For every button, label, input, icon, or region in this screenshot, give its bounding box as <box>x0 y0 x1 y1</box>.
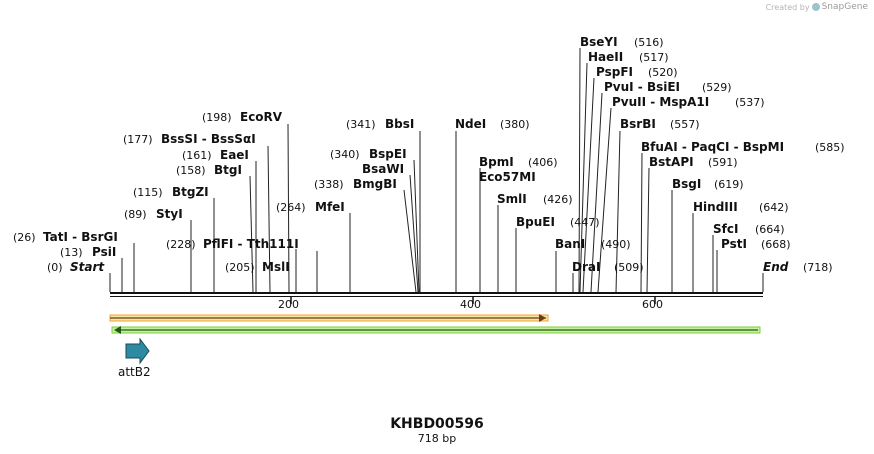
site-mfei-label[interactable]: MfeI <box>315 200 345 214</box>
site-pos: (340) <box>330 148 360 161</box>
site-bfuai-paqci-bspmi-label[interactable]: BfuAI - PaqCI - BspMI <box>641 140 784 154</box>
credit-prefix: Created by <box>765 2 810 12</box>
ruler-tick-600: 600 <box>642 298 663 311</box>
site-pos: (228) <box>166 238 196 251</box>
sequence-title: KHBD00596 <box>390 416 484 432</box>
site-pos: (517) <box>639 51 669 64</box>
reverse-primer-bar[interactable] <box>111 326 761 334</box>
site-start-label[interactable]: Start <box>70 260 105 274</box>
site-ecorv-label[interactable]: EcoRV <box>240 110 283 124</box>
site-hindiii-label[interactable]: HindIII <box>693 200 738 214</box>
site-haeii-label[interactable]: HaeII <box>588 50 623 64</box>
attB2-arrow-icon <box>125 337 150 365</box>
attB2-feature[interactable]: attB2 <box>118 337 151 379</box>
site-pos: (516) <box>634 36 664 49</box>
site-tati-bsrgi-label[interactable]: TatI - BsrGI <box>43 230 118 244</box>
site-pflfi-tth111i-label[interactable]: PflFI - Tth111I <box>203 237 299 251</box>
site-pvuii-mspa1i-label[interactable]: PvuII - MspA1I <box>612 95 709 109</box>
site-sfci-label[interactable]: SfcI <box>713 222 738 236</box>
ruler: 200 400 600 <box>278 297 663 311</box>
site-pos: (557) <box>670 118 700 131</box>
site-pos: (426) <box>543 193 573 206</box>
site-pos: (338) <box>314 178 344 191</box>
site-pos: (529) <box>702 81 732 94</box>
site-pos: (198) <box>202 111 232 124</box>
site-pos: (115) <box>133 186 163 199</box>
site-pos: (205) <box>225 261 255 274</box>
site-pos: (585) <box>815 141 845 154</box>
site-bseyi-label[interactable]: BseYI <box>580 35 618 49</box>
site-pos: (13) <box>60 246 83 259</box>
site-pos: (177) <box>123 133 153 146</box>
site-bspei-label[interactable]: BspEI <box>369 147 407 161</box>
site-pos: (89) <box>124 208 147 221</box>
site-pos: (664) <box>755 223 785 236</box>
site-btgi-label[interactable]: BtgI <box>214 163 242 177</box>
site-smli-label[interactable]: SmlI <box>497 192 527 206</box>
attB2-label: attB2 <box>118 365 151 379</box>
sequence-length: 718 bp <box>418 432 456 445</box>
site-ndei-label[interactable]: NdeI <box>455 117 486 131</box>
site-pos: (341) <box>346 118 376 131</box>
site-pos: (490) <box>601 238 631 251</box>
site-bmgbi-label[interactable]: BmgBI <box>353 177 397 191</box>
site-psti-label[interactable]: PstI <box>721 237 747 251</box>
sequence-backbone <box>110 292 763 297</box>
site-pos: (380) <box>500 118 530 131</box>
site-btgzi-label[interactable]: BtgZI <box>172 185 209 199</box>
site-bstapi-label[interactable]: BstAPI <box>649 155 694 169</box>
site-eco57mi-label[interactable]: Eco57MI <box>479 170 536 184</box>
credit-brand: SnapGene <box>821 2 868 12</box>
ruler-tick-200: 200 <box>278 298 299 311</box>
site-pos: (520) <box>648 66 678 79</box>
site-bsawi-label[interactable]: BsaWI <box>362 162 404 176</box>
site-pos: (406) <box>528 156 558 169</box>
ruler-tick-400: 400 <box>460 298 481 311</box>
site-pvui-bsiei-label[interactable]: PvuI - BsiEI <box>604 80 680 94</box>
site-pos: (26) <box>13 231 36 244</box>
site-bsrbi-label[interactable]: BsrBI <box>620 117 656 131</box>
site-pos: (642) <box>759 201 789 214</box>
site-pos: (718) <box>803 261 833 274</box>
site-psii-label[interactable]: PsiI <box>92 245 116 259</box>
leader-lines <box>109 47 764 293</box>
site-pos: (161) <box>182 149 212 162</box>
site-end-label[interactable]: End <box>763 260 789 274</box>
site-styi-label[interactable]: StyI <box>156 207 183 221</box>
site-labels: (0) Start (13) PsiI (26) TatI - BsrGI (8… <box>13 35 845 274</box>
site-pos: (447) <box>570 216 600 229</box>
snapgene-credit: Created by SnapGene <box>766 2 868 12</box>
site-pspfi-label[interactable]: PspFI <box>596 65 633 79</box>
site-bpmi-label[interactable]: BpmI <box>479 155 514 169</box>
snapgene-logo-icon <box>811 3 820 11</box>
site-pos: (537) <box>735 96 765 109</box>
site-eaei-label[interactable]: EaeI <box>220 148 249 162</box>
site-bbsi-label[interactable]: BbsI <box>385 117 414 131</box>
site-bpuei-label[interactable]: BpuEI <box>516 215 555 229</box>
site-pos: (264) <box>276 201 306 214</box>
site-msli-label[interactable]: MslI <box>262 260 290 274</box>
site-pos: (668) <box>761 238 791 251</box>
site-pos: (619) <box>714 178 744 191</box>
site-bsssi-bsssai-label[interactable]: BssSI - BssSαI <box>161 132 256 146</box>
site-pos: (591) <box>708 156 738 169</box>
site-pos: (0) <box>47 261 63 274</box>
site-pos: (158) <box>176 164 206 177</box>
site-pos: (509) <box>614 261 644 274</box>
site-bani-label[interactable]: BanI <box>555 237 585 251</box>
forward-primer-bar[interactable] <box>109 314 549 322</box>
site-bsgi-label[interactable]: BsgI <box>672 177 701 191</box>
site-drai-label[interactable]: DraI <box>572 260 600 274</box>
